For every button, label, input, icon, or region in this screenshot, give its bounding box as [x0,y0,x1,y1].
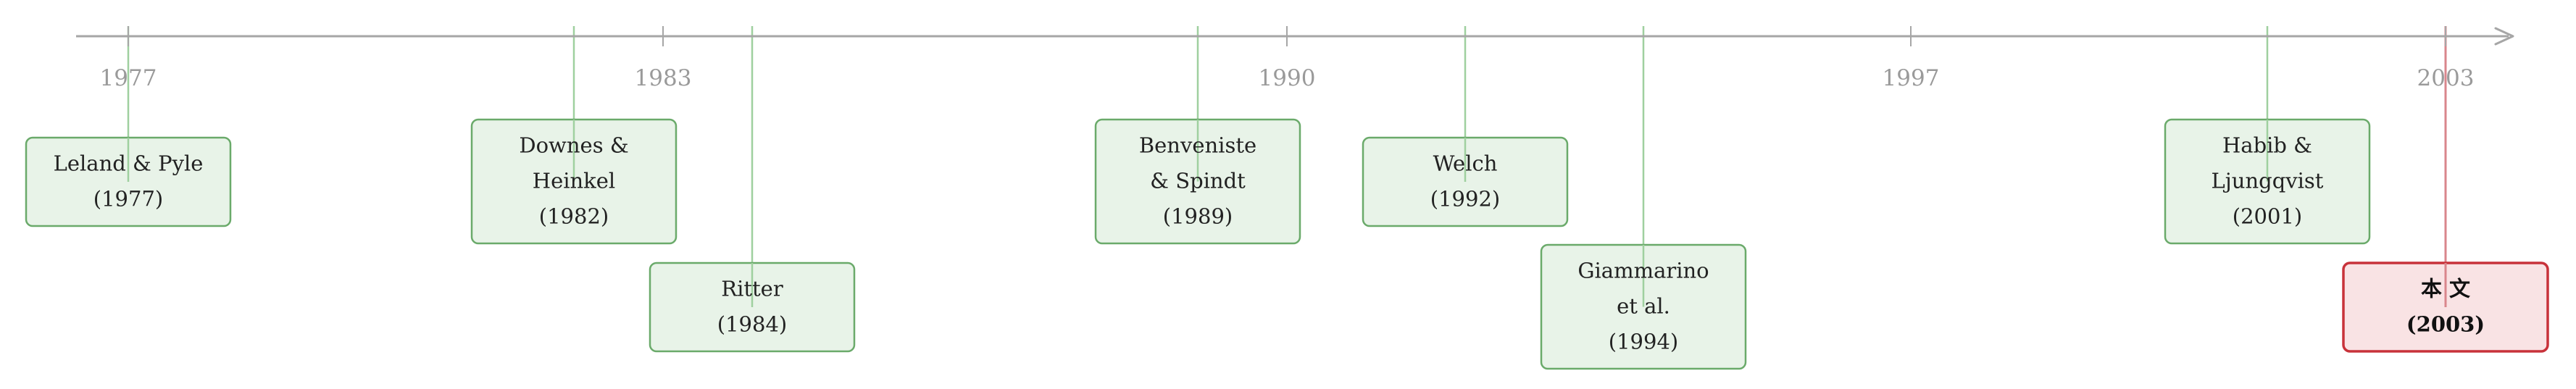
event-box-layer: Leland & Pyle (1977) Downes & Heinkel (1982)… [25,118,2549,370]
event-box-line: et al. [1617,293,1670,318]
axis-tick-label: 1997 [1883,65,1940,91]
axis-tick-label: 1990 [1259,65,1316,91]
event-box-line: (1989) [1163,204,1233,228]
event-box-line: (2003) [2406,311,2485,336]
connector-layer [127,26,2447,307]
event-box: Ritter (1984) [649,262,856,353]
event-box-highlight: 本 文 (2003) [2342,262,2549,353]
event-box-line: 本 文 [2421,276,2471,301]
event-box-line: Leland & Pyle [54,151,204,175]
axis-arrow-icon [2494,27,2514,46]
event-box-line: Habib & [2222,133,2312,157]
event-box: Leland & Pyle (1977) [25,136,232,227]
event-box: Benveniste & Spindt (1989) [1094,118,1301,245]
event-box-line: & Spindt [1150,168,1246,193]
event-box: Downes & Heinkel (1982) [470,118,678,245]
event-box-line: Giammarino [1577,258,1709,283]
event-box: Habib & Ljungqvist (2001) [2164,118,2371,245]
event-box-line: Heinkel [533,168,615,193]
event-box-line: (1994) [1609,329,1678,354]
event-box-line: Ritter [721,276,783,301]
event-box-line: (1982) [539,204,609,228]
event-box-line: (1977) [93,186,163,211]
timeline-axis: 1977 1983 1990 1997 2003 [76,26,2514,91]
axis-tick-label: 1983 [635,65,692,91]
event-box-line: Welch [1433,151,1498,175]
event-box-line: (1984) [717,311,787,336]
event-box-line: Downes & [519,133,628,157]
event-box-line: (2001) [2233,204,2302,228]
event-box-line: (1992) [1430,186,1500,211]
axis-tick-label: 1977 [100,65,157,91]
event-box: Giammarino et al. (1994) [1540,243,1747,370]
event-box-line: Benveniste [1139,133,1256,157]
event-box: Welch (1992) [1362,136,1569,227]
axis-tick-label: 2003 [2417,65,2475,91]
event-box-line: Ljungqvist [2212,168,2324,193]
